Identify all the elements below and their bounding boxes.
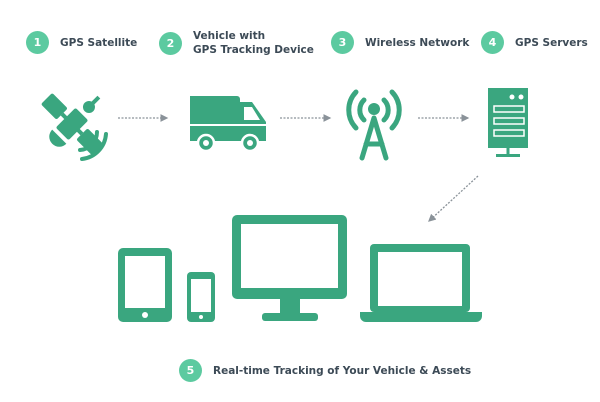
step-label: Vehicle with GPS Tracking Device bbox=[193, 29, 314, 57]
step-label: GPS Satellite bbox=[60, 36, 138, 49]
step-badge: 4 bbox=[481, 31, 504, 54]
step-badge: 2 bbox=[159, 31, 182, 55]
step-label: Wireless Network bbox=[365, 36, 470, 49]
step-label: Real-time Tracking of Your Vehicle & Ass… bbox=[213, 364, 472, 377]
arrow-icon bbox=[428, 175, 479, 222]
step-label-line: GPS Tracking Device bbox=[193, 44, 314, 56]
antenna-tower-icon bbox=[346, 89, 402, 161]
step-3: 3 Wireless Network bbox=[331, 31, 469, 54]
step-badge: 1 bbox=[26, 31, 49, 54]
satellite-icon bbox=[41, 93, 103, 155]
smartphone-icon bbox=[187, 272, 215, 322]
tablet-icon bbox=[118, 248, 172, 322]
step-2: 2 Vehicle with GPS Tracking Device bbox=[159, 29, 314, 57]
step-label: GPS Servers bbox=[515, 36, 588, 49]
desktop-monitor-icon bbox=[232, 215, 347, 321]
step-badge: 5 bbox=[179, 359, 202, 382]
server-icon bbox=[488, 88, 528, 157]
laptop-icon bbox=[360, 244, 482, 322]
step-5: 5 Real-time Tracking of Your Vehicle & A… bbox=[179, 359, 471, 382]
step-4: 4 GPS Servers bbox=[481, 31, 588, 54]
step-badge: 3 bbox=[331, 31, 354, 54]
van-icon bbox=[190, 96, 266, 153]
step-label-line: Vehicle with bbox=[193, 30, 266, 42]
step-1: 1 GPS Satellite bbox=[26, 31, 137, 54]
